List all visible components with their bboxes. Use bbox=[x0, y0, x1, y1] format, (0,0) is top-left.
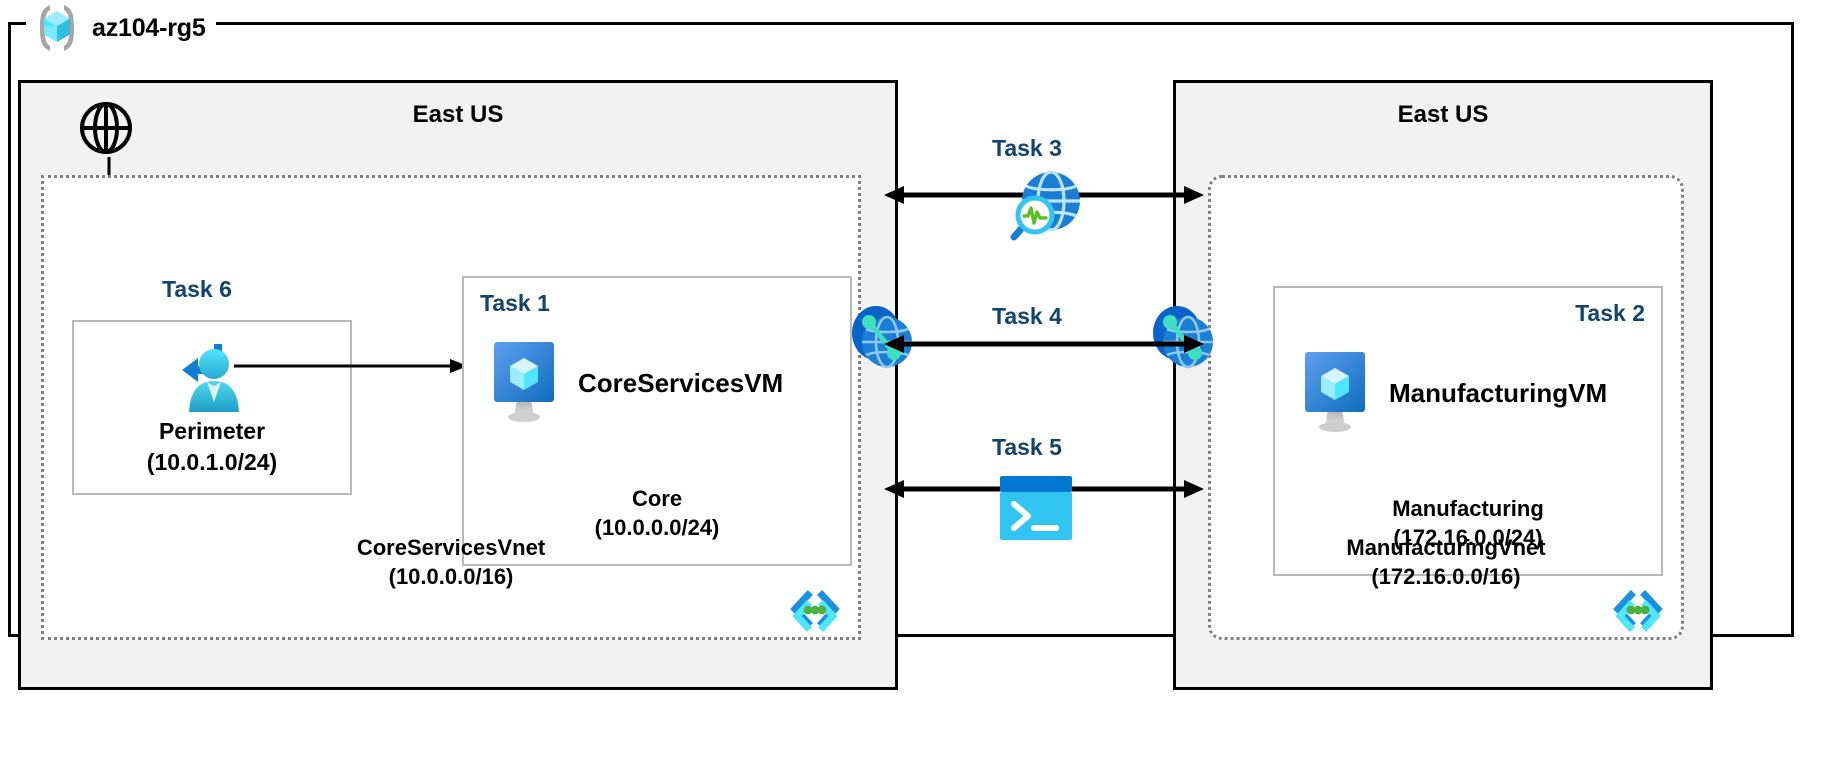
virtual-network-icon bbox=[1611, 587, 1665, 633]
task-label-4: Task 4 bbox=[992, 303, 1062, 329]
subnet-perimeter-name: Perimeter bbox=[158, 418, 266, 445]
subnet-perimeter: Perimeter (10.0.1.0/24) bbox=[72, 320, 352, 495]
region-title-left: East US bbox=[412, 101, 504, 128]
vm-coreservicesvm: CoreServicesVM bbox=[488, 340, 783, 426]
task-label-5: Task 5 bbox=[992, 434, 1062, 460]
subnet-core-cidr: (10.0.0.0/24) bbox=[594, 514, 720, 540]
vnet-peering-icon bbox=[845, 300, 921, 376]
vnet-manufacturingvnet-name: ManufacturingVnet bbox=[1346, 534, 1546, 560]
vnet-coreservicesvnet-label: CoreServicesVnet (10.0.0.0/16) bbox=[44, 533, 858, 591]
vnet-coreservicesvnet: Task 6 bbox=[41, 175, 861, 640]
perimeter-to-core-arrow bbox=[234, 356, 470, 376]
resource-group-cube-icon bbox=[30, 1, 84, 55]
bastion-user-icon bbox=[162, 340, 248, 422]
subnet-perimeter-cidr: (10.0.1.0/24) bbox=[146, 448, 278, 475]
task-label-3: Task 3 bbox=[992, 135, 1062, 161]
resource-group-name: az104-rg5 bbox=[92, 13, 206, 42]
vnet-manufacturingvnet-cidr: (172.16.0.0/16) bbox=[1371, 563, 1521, 589]
subnet-manufacturing-footer: Manufacturing (172.16.0.0/24) bbox=[1275, 494, 1661, 552]
region-east-us-left: East US Task 6 bbox=[18, 80, 898, 690]
vm-manufacturingvm: ManufacturingVM bbox=[1299, 350, 1607, 436]
vnet-coreservicesvnet-name: CoreServicesVnet bbox=[356, 534, 546, 560]
subnet-core: Task 1 bbox=[462, 276, 852, 566]
vnet-manufacturingvnet: Task 2 bbox=[1208, 175, 1684, 640]
task-label-6: Task 6 bbox=[162, 276, 232, 302]
task-label-2: Task 2 bbox=[1575, 300, 1645, 326]
subnet-core-footer: Core (10.0.0.0/24) bbox=[464, 484, 850, 542]
task4-bidirectional-arrow bbox=[884, 334, 1204, 354]
subnet-perimeter-name-block: Perimeter (10.0.1.0/24) bbox=[74, 416, 350, 477]
cloud-shell-terminal-icon bbox=[1000, 476, 1072, 540]
vm-coreservicesvm-name: CoreServicesVM bbox=[578, 367, 784, 398]
subnet-core-name: Core bbox=[631, 485, 683, 511]
region-east-us-right: East US Task 2 bbox=[1173, 80, 1713, 690]
vnet-coreservicesvnet-cidr: (10.0.0.0/16) bbox=[388, 563, 514, 589]
subnet-manufacturing-name: Manufacturing bbox=[1392, 495, 1544, 521]
vnet-manufacturingvnet-label: ManufacturingVnet (172.16.0.0/16) bbox=[1211, 533, 1681, 591]
virtual-machine-icon bbox=[488, 340, 560, 426]
subnet-manufacturing: Task 2 bbox=[1273, 286, 1663, 576]
subnet-manufacturing-cidr: (172.16.0.0/24) bbox=[1393, 524, 1543, 550]
virtual-machine-icon bbox=[1299, 350, 1371, 436]
vm-manufacturingvm-name: ManufacturingVM bbox=[1389, 377, 1608, 408]
resource-group-frame bbox=[8, 22, 1794, 637]
network-watcher-globe-icon bbox=[1000, 165, 1086, 251]
region-title-right: East US bbox=[1397, 101, 1489, 128]
task-label-1: Task 1 bbox=[480, 290, 550, 316]
virtual-network-icon bbox=[788, 587, 842, 633]
internet-globe-icon bbox=[77, 99, 135, 157]
resource-group-header: az104-rg5 bbox=[26, 0, 216, 56]
